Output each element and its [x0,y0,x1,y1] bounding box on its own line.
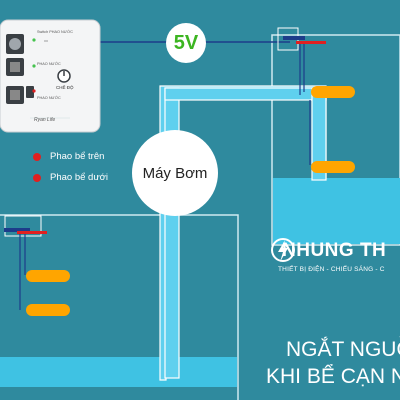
upper-tank-float-bottom [311,161,355,173]
upper-switch-red-bar [296,41,326,44]
panel-brand-mark: Ryan Life [34,117,56,123]
slogan-line2: KHI BỂ CẠN N [266,365,400,388]
brand-tagline: THIẾT BỊ ĐIỆN - CHIẾU SÁNG - C [278,266,385,273]
lower-tank-water [0,357,237,387]
lower-switch-blue-bar [4,228,30,232]
upper-switch-blue-bar [283,36,305,40]
legend-upper-label: Phao bể trên [50,151,105,162]
panel-row2-text: PHAO NƯỚC [37,62,61,66]
brand-name: NHUNG TH [282,240,387,261]
upper-tank-float-top [311,86,355,98]
pump-circle: Máy Bơm [132,130,218,216]
lower-switch-box [4,215,42,237]
lower-tank-float-top [26,270,70,282]
lower-switch-red-bar [17,231,47,234]
upper-tank [271,34,400,246]
brand-bolt-icon [271,238,295,262]
lower-tank [0,214,239,400]
upper-tank-water [273,178,400,244]
control-panel [0,19,101,133]
panel-row1-text: Switch PHAO NƯỚC [37,30,74,34]
lower-tank-float-bottom [26,304,70,316]
pump-pipe-horizontal [164,87,327,101]
panel-row3-text: PHAO NƯỚC [37,96,61,100]
panel-mode-label: CHẾ ĐỘ [56,85,74,90]
legend-lower-label: Phao bể dưới [50,172,109,183]
legend-dot-upper [33,153,41,161]
legend-dot-lower [33,174,41,182]
pump-label: Máy Bơm [142,164,208,182]
slogan-line1: NGẮT NGUỒ [286,338,400,361]
voltage-label: 5V [166,23,206,63]
